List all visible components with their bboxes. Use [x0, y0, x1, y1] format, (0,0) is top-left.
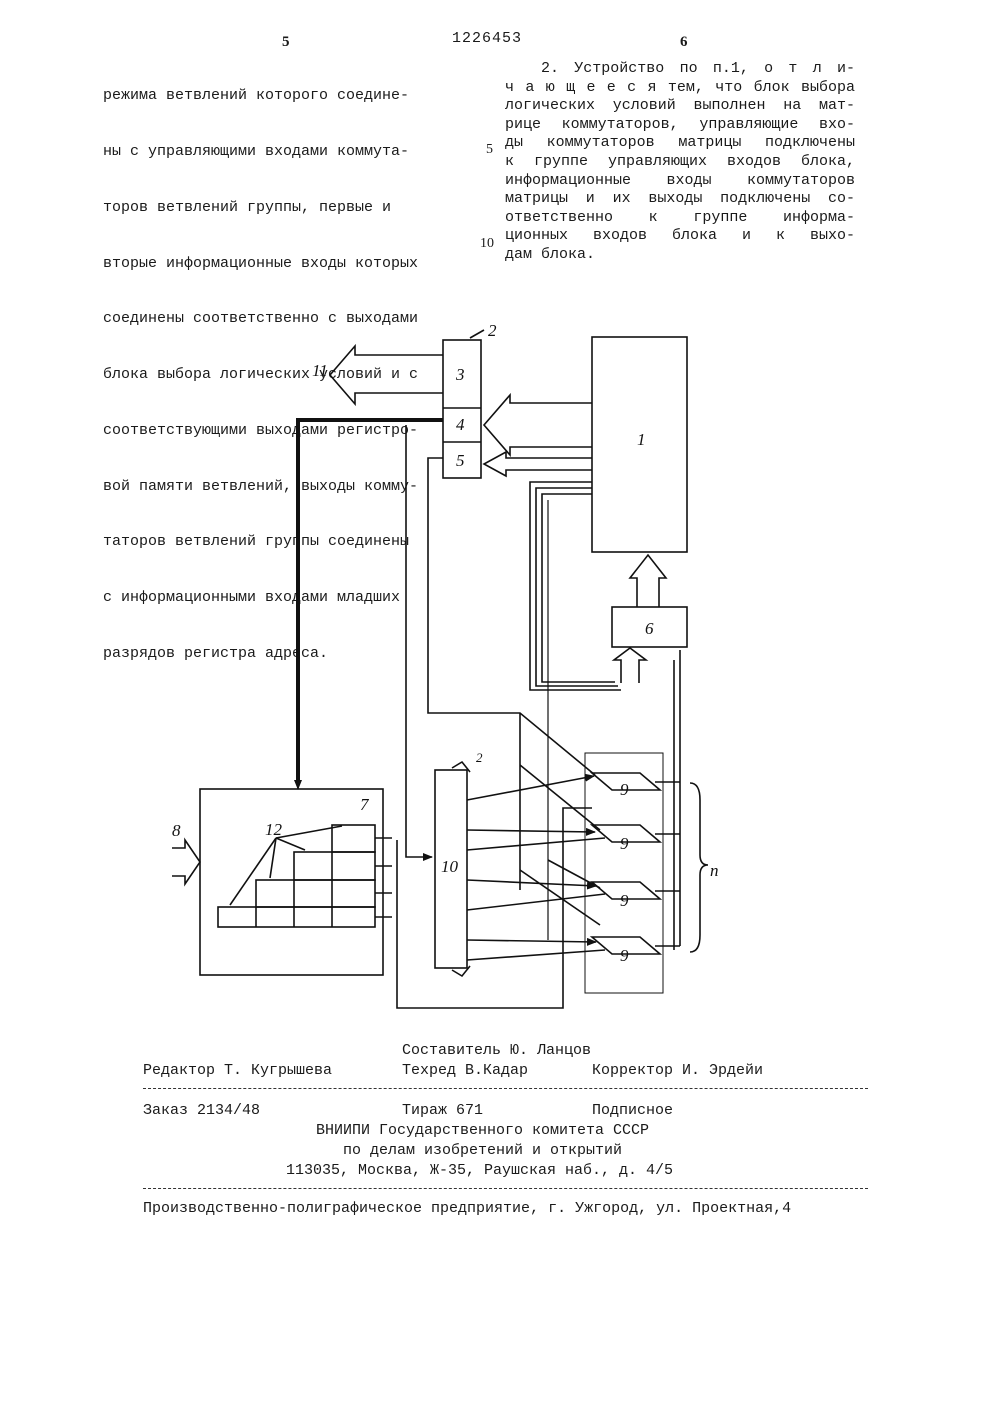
footer-corrector: Корректор И. Эрдейи [592, 1062, 763, 1079]
input-8-arrow [172, 840, 200, 884]
footer-printer: Производственно-полиграфическое предприя… [143, 1200, 791, 1217]
footer-compiler: Составитель Ю. Ланцов [402, 1042, 591, 1059]
footer-editor: Редактор Т. Кугрышева [143, 1062, 332, 1079]
footer-subscription: Подписное [592, 1102, 673, 1119]
label-9: 9 [620, 946, 629, 965]
label-11: 11 [312, 361, 328, 380]
footer-order: Заказ 2134/48 [143, 1102, 260, 1119]
label-8: 8 [172, 821, 181, 840]
label-6: 6 [645, 619, 654, 638]
label-9: 9 [620, 834, 629, 853]
label-3: 3 [455, 365, 465, 384]
bus-to-block-5 [484, 452, 592, 476]
label-sub-2: 2 [476, 750, 483, 765]
footer-org: ВНИИПИ Государственного комитета СССР [316, 1122, 649, 1139]
bus-to-block-4 [484, 395, 592, 455]
label-4: 4 [456, 415, 465, 434]
footer-circulation: Тираж 671 [402, 1102, 483, 1119]
block-7 [200, 789, 383, 975]
cells-12 [218, 907, 375, 927]
label-1: 1 [637, 430, 646, 449]
output-11-arrow [330, 346, 443, 404]
label-2: 2 [488, 321, 497, 340]
footer-address: 113035, Москва, Ж-35, Раушская наб., д. … [286, 1162, 673, 1179]
label-7: 7 [360, 795, 370, 814]
label-n: n [710, 861, 719, 880]
label-12: 12 [265, 820, 283, 839]
footer-org-dept: по делам изобретений и открытий [343, 1142, 622, 1159]
arrow-6-to-1 [630, 555, 666, 607]
footer-divider [143, 1088, 868, 1089]
label-5: 5 [456, 451, 465, 470]
footer-divider [143, 1188, 868, 1189]
label-9: 9 [620, 891, 629, 910]
label-9: 9 [620, 780, 629, 799]
footer-techred: Техред В.Кадар [402, 1062, 528, 1079]
label-10: 10 [441, 857, 459, 876]
